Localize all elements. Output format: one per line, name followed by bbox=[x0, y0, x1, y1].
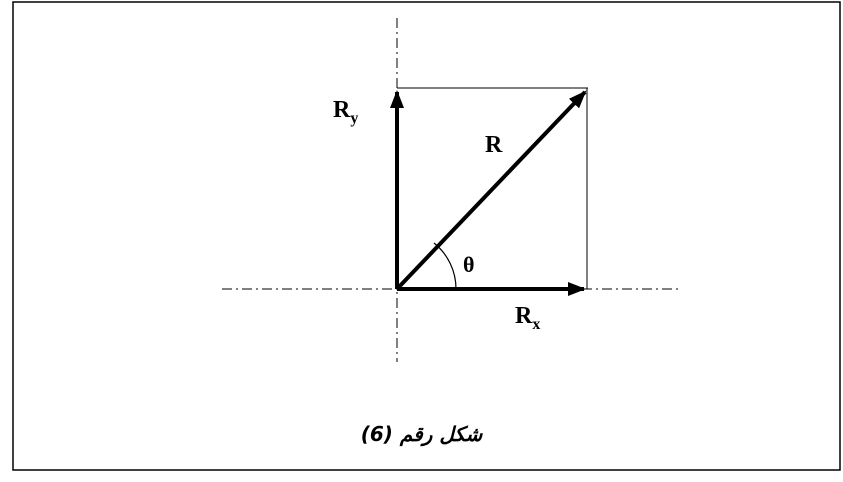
label-r: R bbox=[485, 132, 503, 158]
angle-arc bbox=[433, 242, 457, 290]
label-ry: Ry bbox=[333, 97, 358, 127]
label-rx-sub: x bbox=[532, 316, 540, 333]
label-ry-sub: y bbox=[350, 110, 358, 127]
label-ry-main: R bbox=[333, 97, 351, 123]
outer-border bbox=[12, 1, 841, 471]
label-theta: θ bbox=[463, 252, 474, 277]
label-rx: Rx bbox=[515, 303, 540, 333]
r-resultant-vector bbox=[395, 90, 587, 291]
figure-caption: شكل رقم (6) bbox=[360, 422, 483, 446]
label-rx-main: R bbox=[515, 303, 533, 329]
